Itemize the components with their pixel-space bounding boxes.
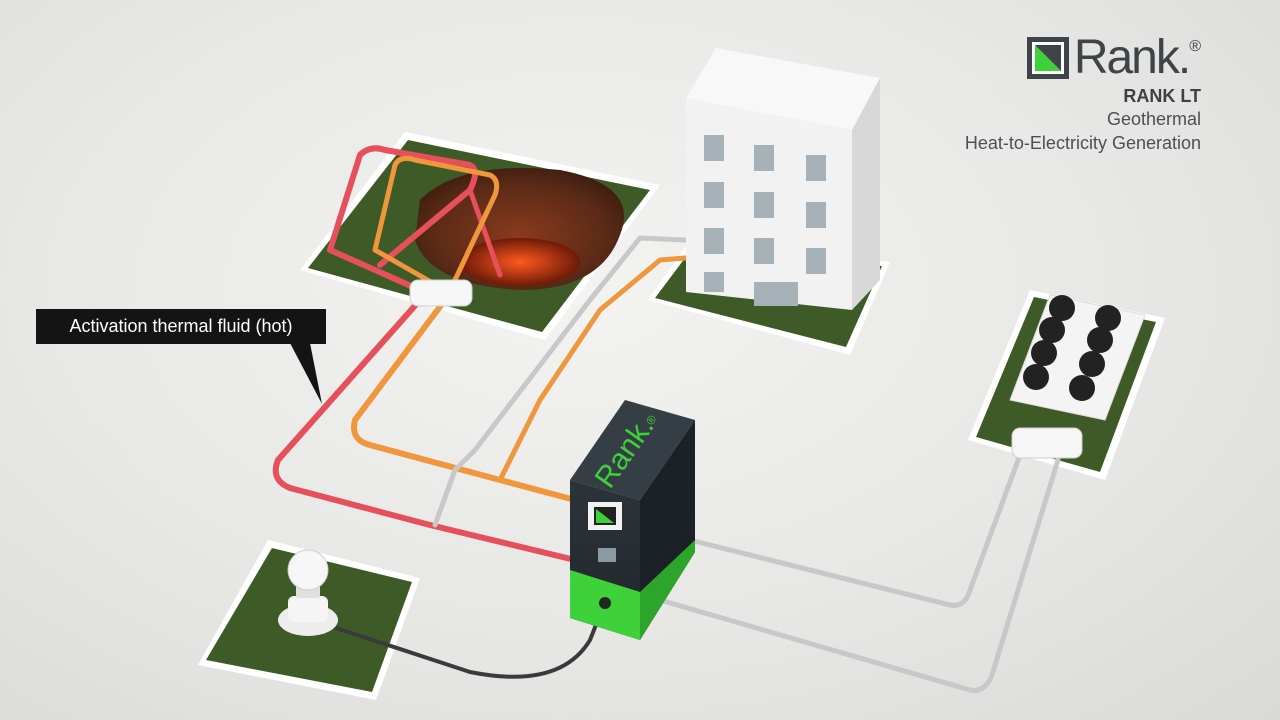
product-name: RANK LT bbox=[1123, 86, 1201, 106]
return-pipe-building bbox=[432, 235, 688, 528]
building bbox=[686, 48, 880, 310]
product-tagline-2: Heat-to-Electricity Generation bbox=[964, 133, 1201, 153]
callout-label: Activation thermal fluid (hot) bbox=[36, 309, 326, 344]
cooling-return-pipe bbox=[657, 457, 1061, 693]
rank-logo-icon bbox=[1026, 37, 1069, 79]
hot-loop-in-well bbox=[327, 145, 478, 293]
dry-cooler-fans bbox=[1009, 294, 1146, 421]
cooler-manifold bbox=[1011, 427, 1083, 459]
product-tagline-1: Geothermal bbox=[1106, 109, 1201, 129]
brand-registered-mark: ® bbox=[1189, 38, 1201, 55]
electric-cable bbox=[328, 600, 607, 679]
brand-wordmark: Rank. bbox=[1073, 31, 1191, 84]
brand-block: Rank. ® RANK LT Geothermal Heat-to-Elect… bbox=[965, 34, 1201, 155]
hot-rock-bed bbox=[460, 238, 580, 286]
cooling-supply-pipe bbox=[687, 452, 1023, 608]
warm-fluid-pipe bbox=[351, 297, 578, 503]
light-bulb bbox=[278, 549, 338, 636]
rank-unit bbox=[570, 400, 695, 640]
geothermal-well-pad bbox=[300, 132, 660, 340]
callout-text: Activation thermal fluid (hot) bbox=[69, 316, 293, 336]
hot-fluid-pipe bbox=[272, 297, 578, 563]
well-manifold bbox=[409, 279, 473, 307]
callout-pointer bbox=[290, 343, 322, 404]
warm-loop-in-well bbox=[372, 155, 500, 293]
